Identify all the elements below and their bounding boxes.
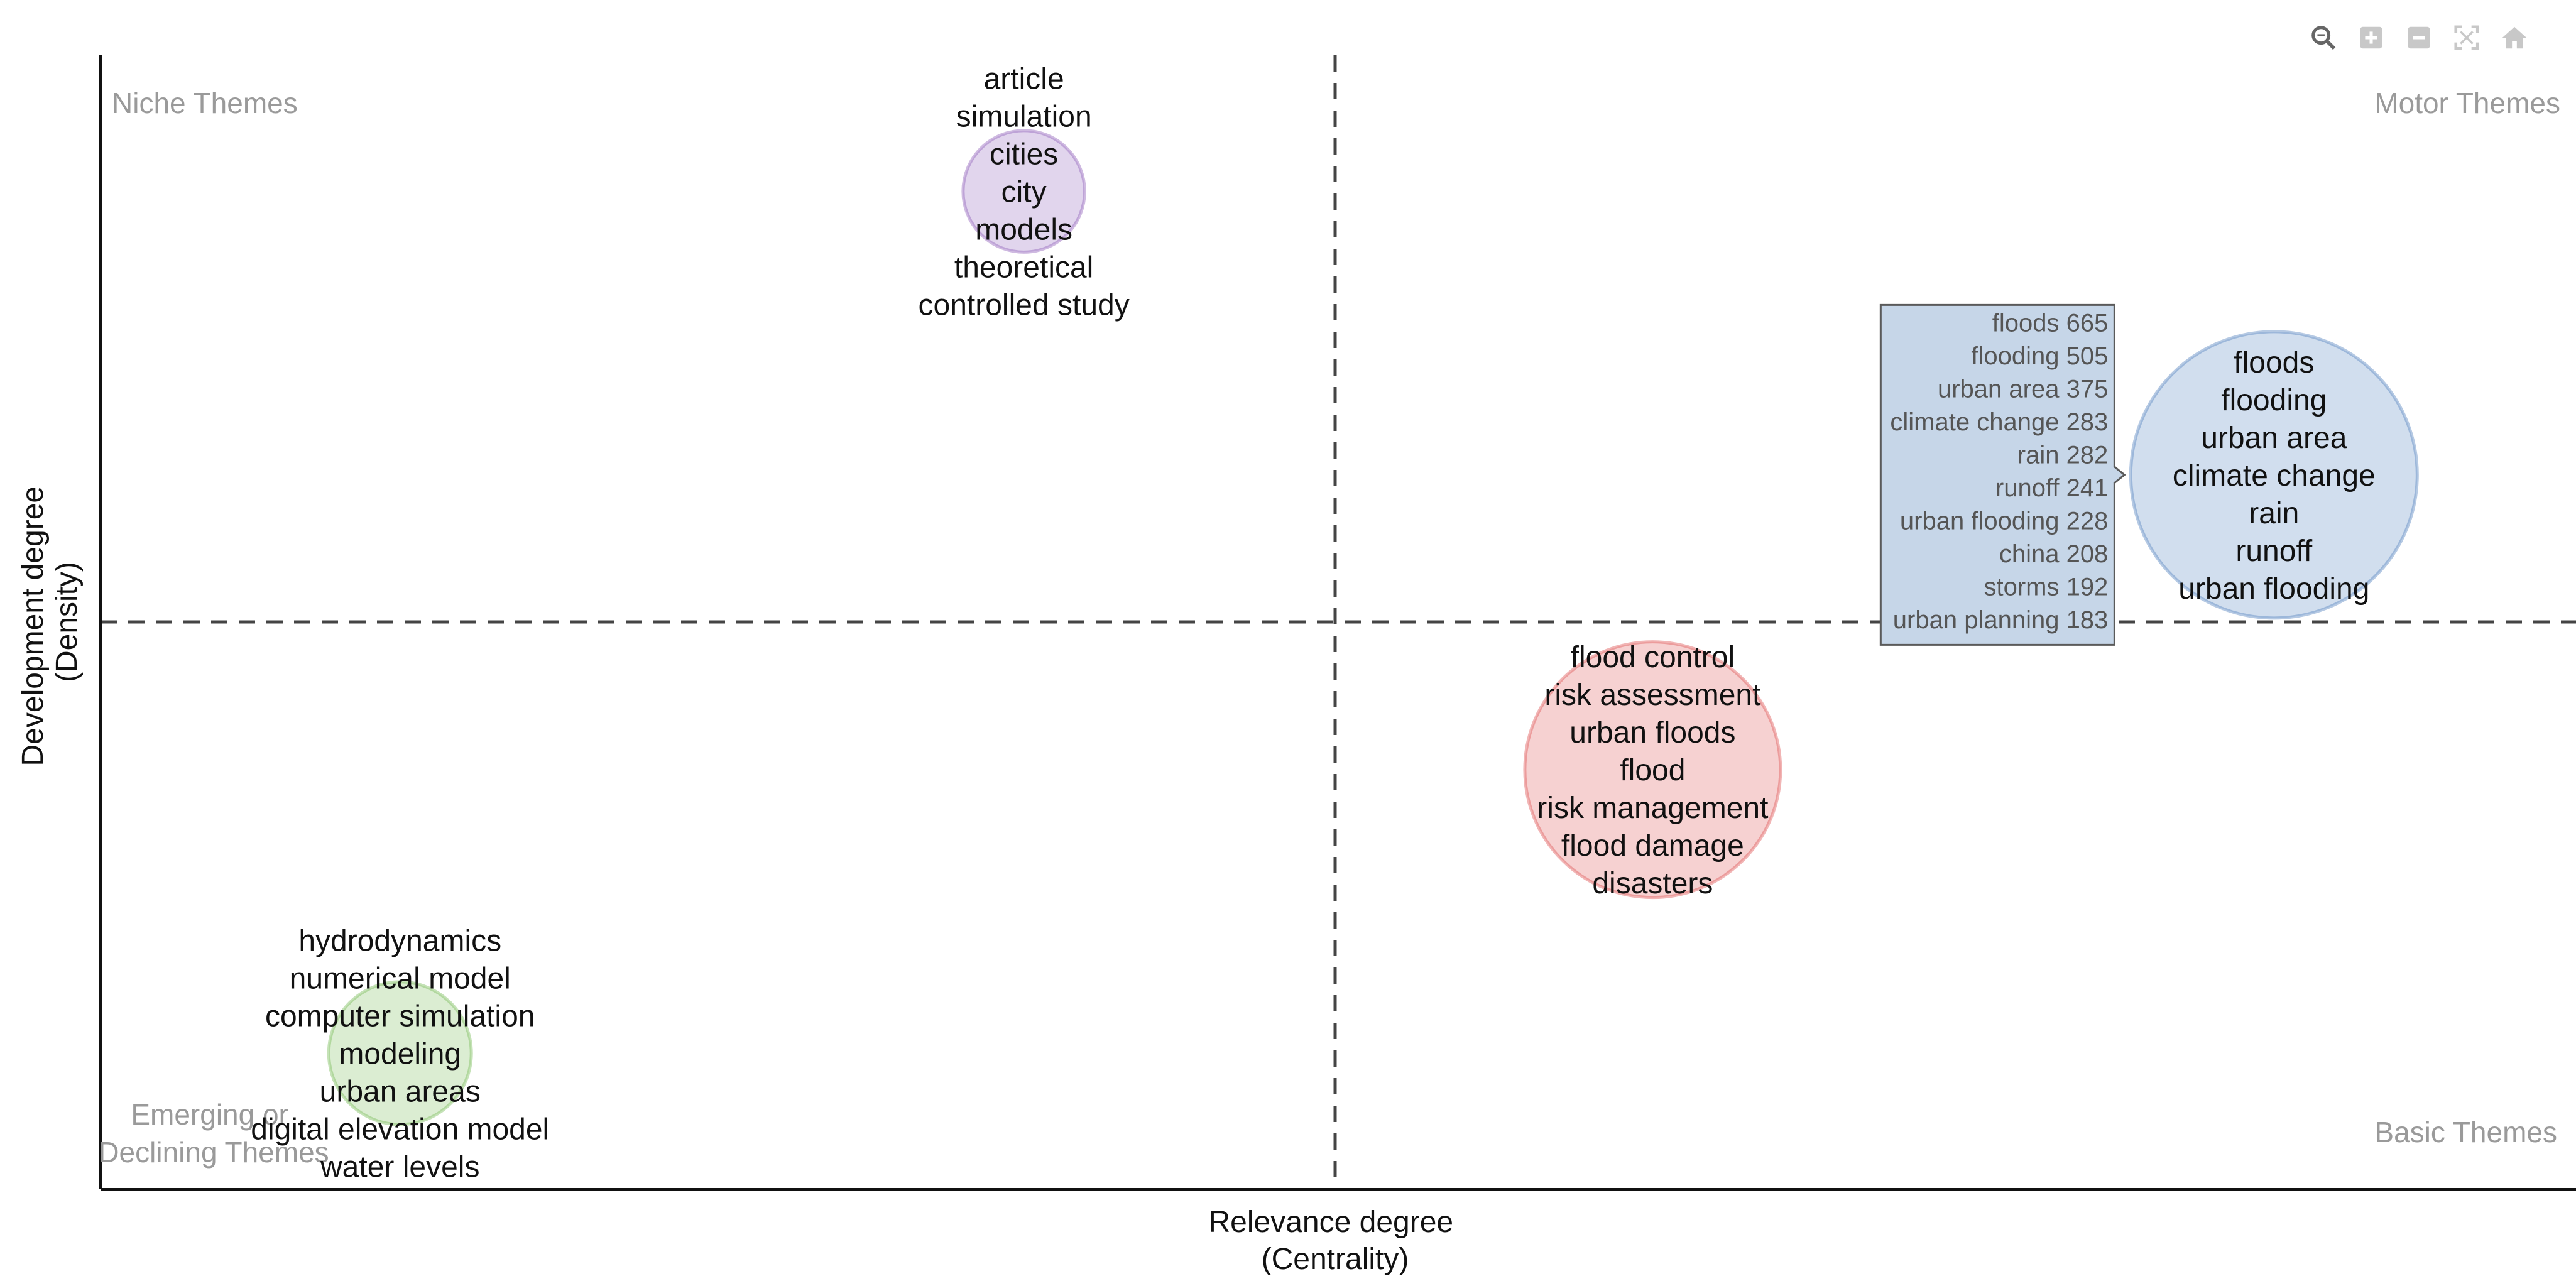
tooltip-item: floods 665	[1992, 309, 2109, 337]
quadrant-label-emerging-line2: Declining Themes	[98, 1136, 329, 1169]
quadrant-label-motor: Motor Themes	[2374, 87, 2560, 119]
cluster-word-label: risk management	[1537, 792, 1768, 825]
tooltip-item: urban flooding 228	[1900, 507, 2108, 535]
cluster-word-label: computer simulation	[265, 1000, 535, 1033]
cluster-word-label: controlled study	[919, 289, 1130, 322]
tooltip-item: climate change 283	[1890, 408, 2108, 436]
home-icon[interactable]	[2491, 21, 2538, 54]
cluster-word-label: climate change	[2173, 459, 2376, 493]
quadrant-label-emerging-line1: Emerging or	[131, 1098, 288, 1131]
quadrant-label-emerging: Emerging or Declining Themes	[98, 1098, 329, 1169]
cluster-bubble-0[interactable]	[961, 129, 1086, 254]
y-axis-title: Development degree (Density)	[16, 478, 84, 766]
cluster-word-label: flood damage	[1561, 829, 1744, 863]
cluster-word-label: flooding	[2221, 384, 2327, 417]
cluster-word-label: rain	[2249, 497, 2299, 530]
cluster-bubble-3[interactable]	[327, 980, 473, 1126]
cluster-word-label: water levels	[320, 1150, 479, 1184]
x-axis-title-line1: Relevance degree	[1209, 1206, 1454, 1239]
cluster-word-label: flood	[1620, 754, 1685, 787]
tooltip-item: urban planning 183	[1893, 606, 2109, 634]
quadrant-label-basic: Basic Themes	[2374, 1116, 2557, 1148]
cluster-word-label: modeling	[339, 1037, 461, 1071]
cluster-word-label: runoff	[2235, 535, 2313, 568]
cluster-word-label: urban flooding	[2178, 572, 2369, 606]
cluster-bubble-1[interactable]	[2129, 330, 2419, 620]
cluster-word-label: simulation	[956, 101, 1092, 134]
cluster-word-label: theoretical	[954, 251, 1093, 285]
cluster-bubble-2[interactable]	[1523, 640, 1782, 900]
x-axis-title: Relevance degree (Centrality)	[1209, 1206, 1462, 1276]
hover-tooltip: floods 665 flooding 505 urban area 375 clim…	[1879, 303, 2126, 646]
cluster-word-label: cities	[990, 138, 1058, 172]
cluster-word-label: urban floods	[1569, 716, 1735, 749]
cluster-word-label: digital elevation model	[251, 1113, 549, 1146]
tooltip-item: flooding 505	[1971, 342, 2108, 370]
zoom-out-icon[interactable]	[2395, 21, 2443, 54]
tooltip-item: runoff 241	[1995, 474, 2108, 502]
zoom-icon[interactable]	[2300, 21, 2347, 54]
cluster-word-label: disasters	[1592, 867, 1713, 900]
tooltip-item: china 208	[1999, 540, 2108, 568]
tooltip-item: storms 192	[1984, 573, 2108, 601]
cluster-word-label: hydrodynamics	[298, 924, 501, 957]
cluster-word-label: article	[984, 63, 1064, 96]
tooltip-item: rain 282	[2017, 441, 2109, 469]
quadrant-label-niche: Niche Themes	[112, 87, 298, 119]
y-axis-title-line1: Development degree	[16, 486, 50, 766]
cluster-word-label: city	[1001, 176, 1047, 209]
autoscale-icon[interactable]	[2443, 21, 2491, 54]
cluster-word-label: numerical model	[290, 962, 511, 995]
tooltip-box	[1879, 303, 2126, 646]
cluster-word-label: models	[975, 214, 1072, 247]
cluster-word-label: floods	[2234, 346, 2314, 379]
cluster-word-label: flood control	[1571, 641, 1735, 674]
chart-toolbar	[2300, 21, 2538, 54]
tooltip-item: urban area 375	[1938, 375, 2108, 403]
cluster-word-label: risk assessment	[1544, 678, 1760, 712]
zoom-in-icon[interactable]	[2347, 21, 2395, 54]
y-axis-title-line2: (Density)	[50, 562, 84, 682]
cluster-word-label: urban areas	[320, 1075, 481, 1108]
x-axis-title-line2: (Centrality)	[1262, 1243, 1409, 1276]
cluster-word-label: urban area	[2201, 422, 2347, 455]
